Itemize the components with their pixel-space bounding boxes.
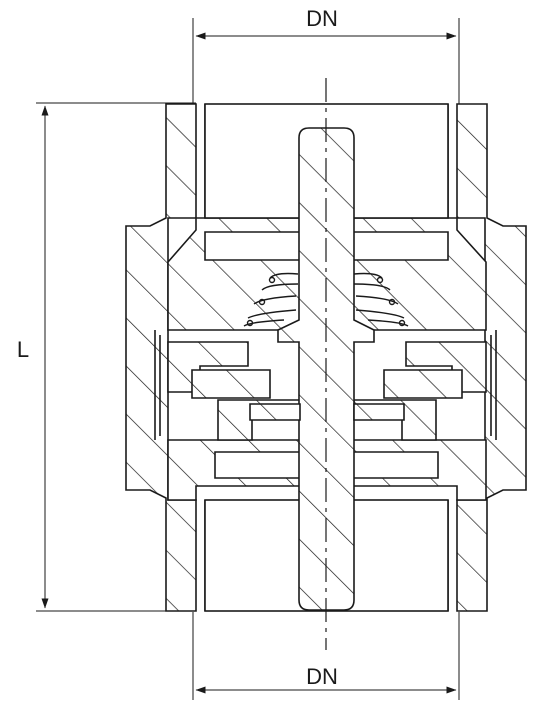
spring: [243, 272, 409, 327]
bottom-dn-dimension: DN: [192, 612, 460, 700]
top-dn-label: DN: [306, 6, 338, 31]
length-label: L: [17, 337, 29, 362]
bottom-dn-label: DN: [306, 664, 338, 689]
length-dimension: L: [17, 102, 196, 612]
top-dn-dimension: DN: [192, 6, 460, 104]
